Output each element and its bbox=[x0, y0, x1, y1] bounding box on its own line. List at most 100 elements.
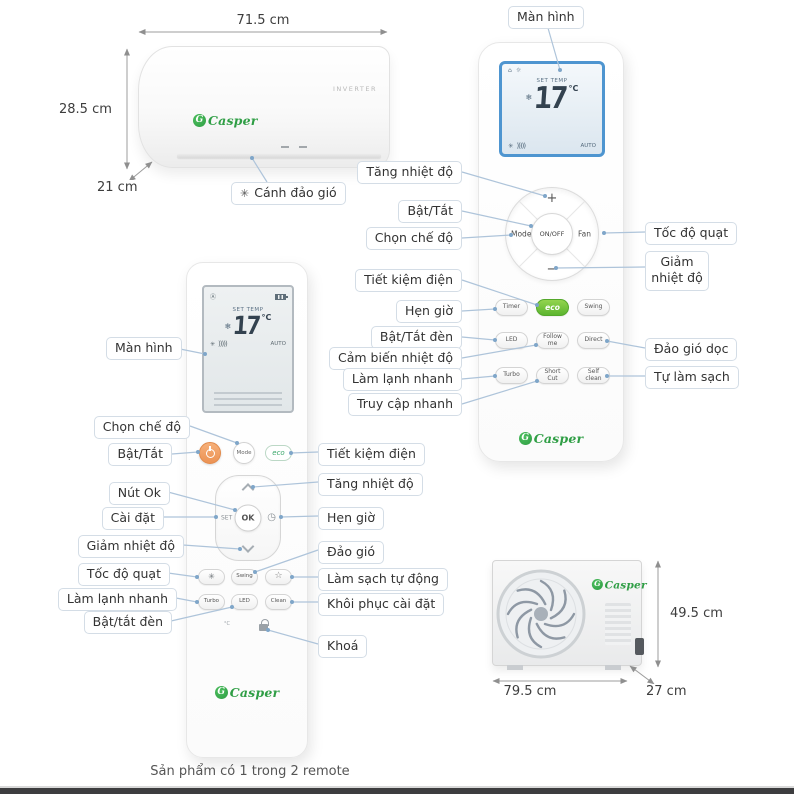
callout-eco: Tiết kiệm điện bbox=[318, 443, 425, 467]
callout-power: Bật/Tắt bbox=[398, 200, 462, 224]
brand-name: Casper bbox=[229, 685, 280, 700]
footer-note: Sản phẩm có 1 trong 2 remote bbox=[150, 764, 350, 779]
outdoor-foot bbox=[507, 665, 523, 670]
lcd-temperature: 17 bbox=[232, 311, 261, 340]
set-temp-label: SET TEMP bbox=[232, 307, 264, 313]
home-icon: ⌂ bbox=[508, 67, 512, 74]
outdoor-unit: G Casper bbox=[492, 560, 647, 670]
temp-down-icon bbox=[241, 540, 255, 553]
power-button: ON/OFF bbox=[531, 213, 573, 255]
clean-button: Clean bbox=[265, 594, 292, 610]
casper-logo: G Casper bbox=[591, 578, 647, 591]
brand-name: Casper bbox=[604, 578, 647, 591]
indoor-unit: G Casper INVERTER bbox=[138, 46, 390, 168]
led-button: LED bbox=[495, 332, 528, 349]
callout-mode: Chọn chế độ bbox=[93, 416, 190, 440]
indoor-width-dimension: 71.5 cm bbox=[232, 13, 294, 28]
eco-button: eco bbox=[265, 445, 292, 461]
led-button: LED bbox=[231, 594, 258, 610]
power-button bbox=[199, 442, 221, 464]
airflow-bars-icon: ))))) bbox=[516, 142, 526, 150]
callout-screen-remote2: Màn hình bbox=[508, 6, 584, 30]
callout-temp-sensor: Cảm biến nhiệt độ bbox=[329, 347, 462, 371]
callout-light: Bật/Tắt đèn bbox=[370, 326, 462, 350]
timer-button: Timer bbox=[495, 299, 528, 316]
remote-1-screen: Ⓐ SET TEMP ❄ 17 °C ✳ ))))) AUTO bbox=[202, 285, 294, 413]
callout-screen-remote1: Màn hình bbox=[106, 337, 182, 361]
callout-mode: Chọn chế độ bbox=[365, 227, 462, 251]
callout-ok: Nút Ok bbox=[108, 482, 170, 506]
lcd-temp-unit: °C bbox=[261, 313, 272, 322]
power-icon bbox=[205, 448, 215, 458]
callout-temp-up: Tăng nhiệt độ bbox=[318, 473, 423, 497]
callout-light: Bật/tắt đèn bbox=[83, 611, 172, 635]
callout-lock: Khoá bbox=[318, 635, 368, 659]
temp-up-button: + bbox=[546, 191, 558, 206]
snowflake-icon: ❄ bbox=[224, 322, 232, 331]
temp-down-button: − bbox=[546, 262, 558, 277]
lcd-auto-label: AUTO bbox=[270, 341, 286, 347]
callout-auto-clean: Làm sạch tự động bbox=[318, 568, 448, 592]
mode-button: Mode bbox=[511, 229, 532, 239]
lcd-auto-label: AUTO bbox=[580, 143, 596, 149]
inverter-label: INVERTER bbox=[333, 85, 377, 93]
image-bottom-strip bbox=[0, 786, 794, 794]
timer-clock-icon: ◷ bbox=[267, 512, 276, 523]
battery-icon bbox=[275, 293, 288, 300]
callout-eco: Tiết kiệm điện bbox=[355, 269, 462, 293]
callout-set: Cài đặt bbox=[101, 507, 164, 531]
brand-name: Casper bbox=[208, 113, 258, 128]
remote-control-2: ⌂ ☼ SET TEMP ❄ 17 °C ✳ ))))) AUTO + − Mo… bbox=[478, 42, 624, 462]
outdoor-width-dimension: 79.5 cm bbox=[499, 684, 561, 699]
set-button: SET bbox=[221, 514, 233, 522]
callout-timer: Hẹn giờ bbox=[318, 507, 385, 531]
sun-icon: ☼ bbox=[515, 67, 522, 74]
wind-flap-label: Cánh đảo gió bbox=[254, 185, 337, 200]
casper-logo-icon: G bbox=[518, 432, 532, 445]
callout-quick-access: Truy cập nhanh bbox=[347, 393, 462, 417]
mode-button: Mode bbox=[233, 442, 255, 464]
lcd-temp-unit: °C bbox=[568, 84, 579, 93]
callout-fan-speed: Tốc độ quạt bbox=[77, 563, 170, 587]
outdoor-valve bbox=[635, 638, 644, 655]
fan-icon: ✳ bbox=[240, 186, 250, 200]
auto-clean-button: ☆ bbox=[265, 569, 292, 585]
remote-2-control-pad: + − Mode Fan ON/OFF bbox=[505, 187, 599, 281]
lcd-temperature: 17 bbox=[533, 81, 568, 116]
auto-mode-icon: Ⓐ bbox=[210, 294, 217, 301]
callout-fast-cool: Làm lạnh nhanh bbox=[57, 588, 177, 612]
callout-self-clean: Tự làm sạch bbox=[645, 366, 739, 390]
outdoor-height-dimension: 49.5 cm bbox=[667, 606, 726, 621]
remote-1-nav-pad: SET OK ◷ bbox=[215, 475, 281, 561]
follow-me-button: Follow me bbox=[536, 332, 569, 349]
remote-2-screen: ⌂ ☼ SET TEMP ❄ 17 °C ✳ ))))) AUTO bbox=[499, 61, 605, 157]
set-temp-label: SET TEMP bbox=[536, 78, 568, 84]
callout-temp-down: Giảm nhiệt độ bbox=[645, 251, 709, 291]
lcd-segment-rows bbox=[210, 388, 286, 406]
flap-hinge bbox=[299, 146, 307, 148]
casper-logo-icon: G bbox=[214, 686, 228, 699]
lock-icon bbox=[259, 619, 269, 631]
brand-name: Casper bbox=[533, 431, 584, 446]
turbo-button: Turbo bbox=[198, 594, 225, 610]
callout-fan-speed: Tốc độ quạt bbox=[645, 222, 738, 246]
fan-speed-button: Fan bbox=[578, 229, 591, 239]
fan-icon: ✳ bbox=[210, 340, 216, 348]
remote-control-1: Ⓐ SET TEMP ❄ 17 °C ✳ ))))) AUTO Mode eco bbox=[186, 262, 308, 758]
fan-speed-button: ✳ bbox=[198, 569, 225, 585]
turbo-button: Turbo bbox=[495, 367, 528, 384]
temp-up-icon bbox=[241, 483, 255, 496]
callout-power: Bật/Tắt bbox=[108, 443, 172, 467]
outdoor-depth-dimension: 27 cm bbox=[643, 684, 690, 699]
casper-logo: G Casper bbox=[479, 431, 623, 446]
fan-icon: ✳ bbox=[508, 142, 514, 150]
direct-button: Direct bbox=[577, 332, 610, 349]
snowflake-icon: ❄ bbox=[525, 93, 533, 102]
callout-reset: Khôi phục cài đặt bbox=[318, 593, 445, 617]
swing-button: Swing bbox=[231, 569, 258, 585]
ok-button: OK bbox=[234, 504, 262, 532]
outdoor-fan bbox=[496, 569, 586, 659]
outdoor-vents bbox=[605, 603, 631, 645]
callout-vertical-swing: Đảo gió dọc bbox=[645, 338, 738, 362]
